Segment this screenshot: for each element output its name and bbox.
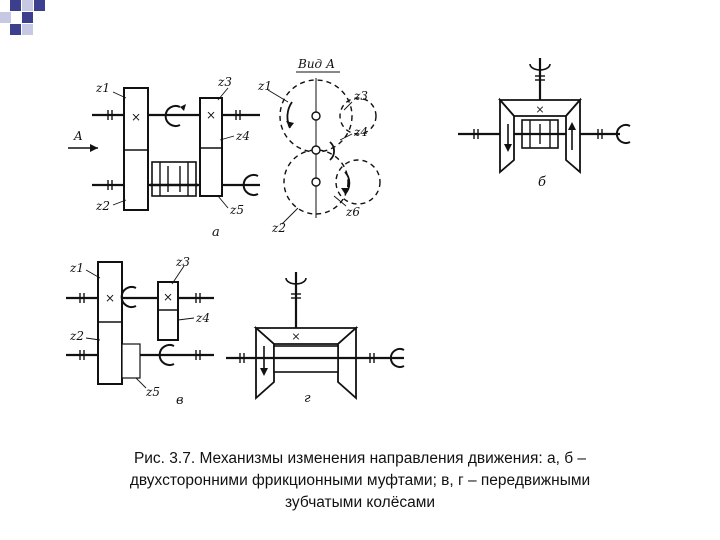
scheme-b: × bbox=[458, 58, 631, 174]
gear-mark: × bbox=[291, 330, 300, 343]
deco-square bbox=[22, 24, 33, 35]
label-v-z4: z4 bbox=[195, 311, 210, 325]
label-v-z5: z5 bbox=[145, 385, 160, 399]
label-view-z6: z6 bbox=[345, 205, 360, 219]
caption-line-3: зубчатыми колёсами bbox=[284, 494, 436, 511]
deco-square bbox=[34, 0, 45, 11]
label-view-a: Вид А bbox=[297, 57, 335, 71]
label-view-z4: z4 bbox=[353, 125, 368, 139]
label-z4: z4 bbox=[235, 129, 250, 143]
gear-mark: × bbox=[535, 103, 544, 116]
label-v-z1: z1 bbox=[69, 261, 84, 275]
view-a bbox=[267, 71, 381, 225]
deco-square bbox=[0, 12, 11, 23]
label-z5: z5 bbox=[229, 203, 244, 217]
label-scheme-v: в bbox=[176, 393, 184, 408]
deco-square bbox=[22, 12, 33, 23]
label-view-z1: z1 bbox=[257, 79, 272, 93]
caption-line-2: двухсторонними фрикционными муфтами; в, … bbox=[129, 472, 591, 489]
corner-decoration bbox=[0, 0, 50, 40]
label-z1: z1 bbox=[95, 81, 110, 95]
scheme-v: × × bbox=[66, 261, 214, 389]
gear-mark: × bbox=[206, 108, 216, 122]
label-v-z3: z3 bbox=[175, 255, 190, 269]
label-v-z2: z2 bbox=[69, 329, 84, 343]
label-view-z2: z2 bbox=[271, 221, 286, 235]
label-z3: z3 bbox=[217, 75, 232, 89]
scheme-g: × bbox=[226, 272, 405, 401]
label-view-z3: z3 bbox=[353, 89, 368, 103]
label-z2: z2 bbox=[95, 199, 110, 213]
label-input-a: A bbox=[73, 129, 83, 143]
deco-square bbox=[10, 0, 21, 11]
caption-line-1: Рис. 3.7. Механизмы изменения направлени… bbox=[133, 450, 587, 467]
gear-mark: × bbox=[163, 290, 173, 304]
label-scheme-g: г bbox=[304, 391, 311, 406]
label-scheme-b: б bbox=[538, 175, 546, 190]
gear-mark: × bbox=[131, 110, 141, 124]
label-scheme-a: а bbox=[212, 225, 220, 240]
deco-square bbox=[22, 0, 33, 11]
gear-mark: × bbox=[105, 291, 115, 305]
figure-caption: Рис. 3.7. Механизмы изменения направлени… bbox=[30, 448, 690, 514]
scheme-a: × × bbox=[68, 87, 260, 211]
deco-square bbox=[10, 24, 21, 35]
mechanism-diagram: × × z1 z2 z3 z4 z5 A а bbox=[66, 57, 631, 408]
